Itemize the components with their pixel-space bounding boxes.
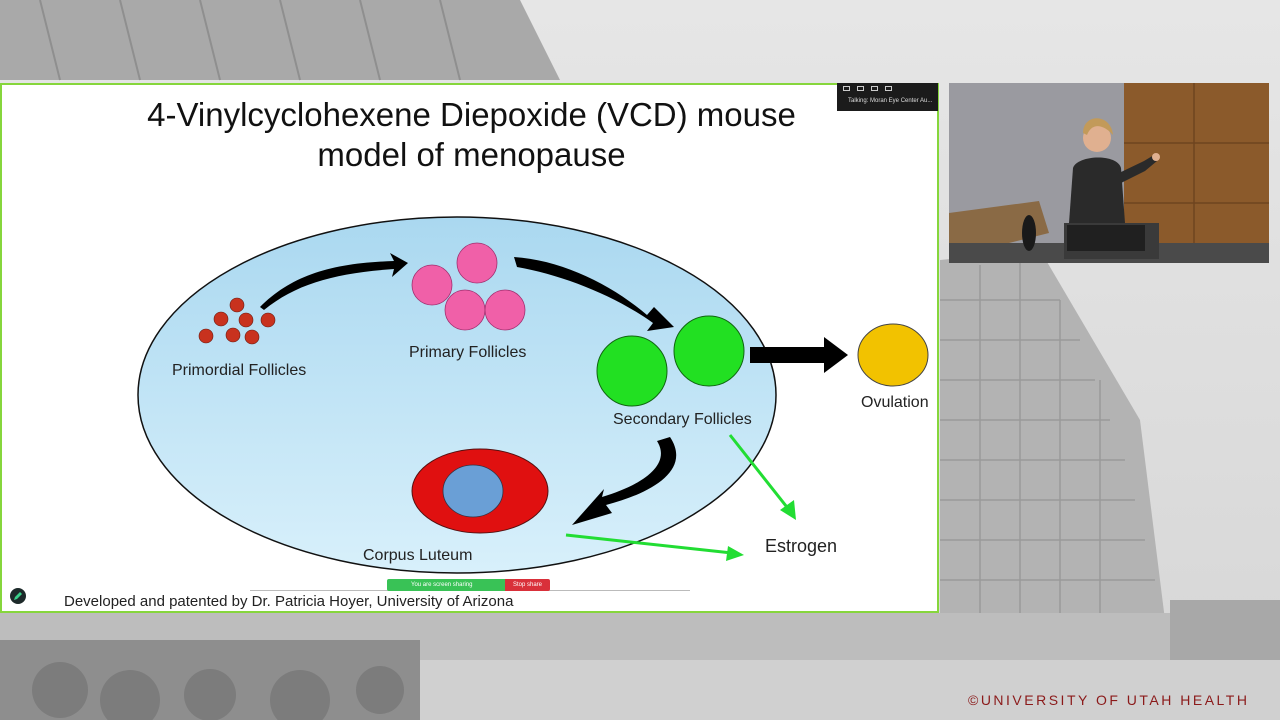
label-primary-follicles: Primary Follicles	[409, 344, 527, 361]
label-secondary-follicles: Secondary Follicles	[613, 411, 752, 428]
label-corpus-luteum: Corpus Luteum	[363, 547, 473, 564]
screen-sharing-status: You are screen sharing	[387, 579, 505, 591]
view-icon[interactable]	[857, 86, 864, 91]
arrow-secondary-to-ovulation	[750, 337, 848, 373]
follicle-diagram	[137, 216, 929, 574]
arrow-primary-to-secondary	[514, 257, 674, 331]
arrow-secondary-to-corpus	[572, 437, 677, 525]
corpus-luteum-inner	[442, 464, 504, 518]
slide-title: 4-Vinylcyclohexene Diepoxide (VCD) mouse…	[2, 95, 941, 175]
slide-title-line-1: 4-Vinylcyclohexene Diepoxide (VCD) mouse	[147, 96, 796, 133]
university-brand: ©UNIVERSITY OF UTAH HEALTH	[968, 692, 1250, 708]
ovulation-oocyte	[857, 323, 929, 387]
estrogen-arrows	[565, 434, 796, 561]
minimize-icon[interactable]	[843, 86, 850, 91]
speaker-view-icon[interactable]	[871, 86, 878, 91]
gallery-grid-icon[interactable]	[885, 86, 892, 91]
shared-slide-window: 4-Vinylcyclohexene Diepoxide (VCD) mouse…	[0, 83, 939, 613]
ovary-shape	[137, 216, 777, 574]
secondary-follicles	[596, 315, 745, 407]
annotate-pen-icon[interactable]	[10, 588, 26, 604]
label-primordial-follicles: Primordial Follicles	[172, 362, 307, 379]
slide-credit: Developed and patented by Dr. Patricia H…	[64, 593, 514, 610]
label-estrogen: Estrogen	[765, 536, 838, 556]
label-ovulation: Ovulation	[861, 394, 929, 411]
talking-indicator: Talking: Moran Eye Center Au...	[837, 83, 938, 111]
webcam-frame	[949, 83, 1269, 263]
screen-share-bar: You are screen sharing Stop share	[387, 579, 551, 591]
primordial-follicles-cluster	[198, 297, 276, 345]
talking-label: Talking: Moran Eye Center Au...	[848, 98, 933, 104]
slide-title-line-2: model of menopause	[317, 136, 626, 173]
stop-share-button[interactable]: Stop share	[505, 579, 551, 591]
primary-follicles-cluster	[411, 242, 526, 331]
arrow-primordial-to-primary	[260, 253, 408, 310]
speaker-webcam-video	[949, 83, 1269, 263]
